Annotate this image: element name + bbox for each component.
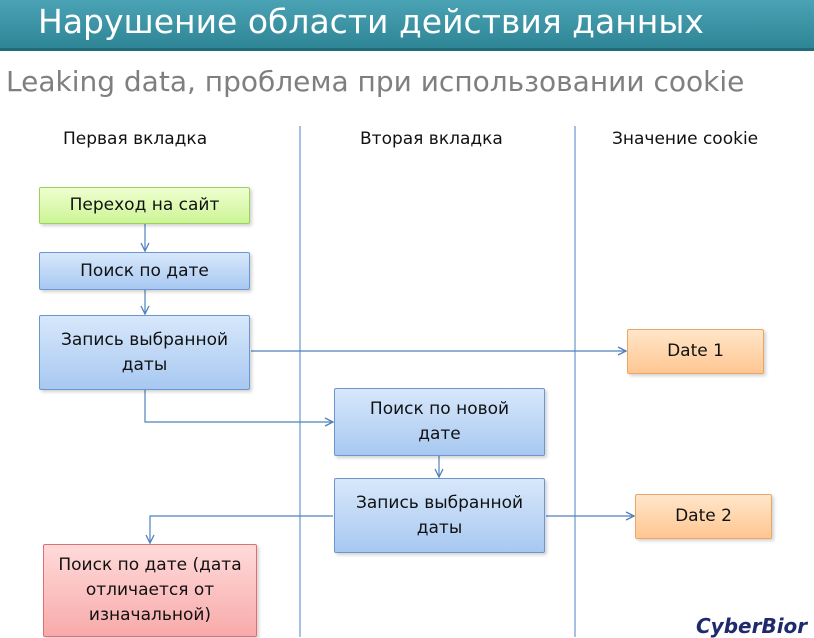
node-search-by-date: Поиск по дате [39, 252, 250, 290]
arrow-save2-to-result [150, 515, 333, 543]
node-cookie-date1: Date 1 [627, 329, 764, 374]
slide-title: Нарушение области действия данных [38, 2, 704, 41]
slide-subtitle: Leaking data, проблема при использовании… [6, 65, 745, 98]
column-header-first-tab: Первая вкладка [63, 129, 208, 149]
cyberbiometrics-logo: CyberBior [696, 614, 808, 638]
node-visit-site: Переход на сайт [39, 187, 250, 224]
node-search-new-date: Поиск по новой дате [334, 388, 545, 456]
node-cookie-date2: Date 2 [635, 494, 772, 539]
arrow-save-to-new-search [144, 390, 333, 422]
column-header-second-tab: Вторая вкладка [360, 129, 503, 149]
node-search-by-date-result: Поиск по дате (дата отличается от изнача… [43, 544, 257, 637]
slide-header: Нарушение области действия данных [0, 0, 814, 51]
column-header-cookie-value: Значение cookie [612, 129, 759, 149]
node-save-selected-date-2: Запись выбранной даты [334, 478, 545, 553]
node-save-selected-date: Запись выбранной даты [39, 315, 250, 390]
